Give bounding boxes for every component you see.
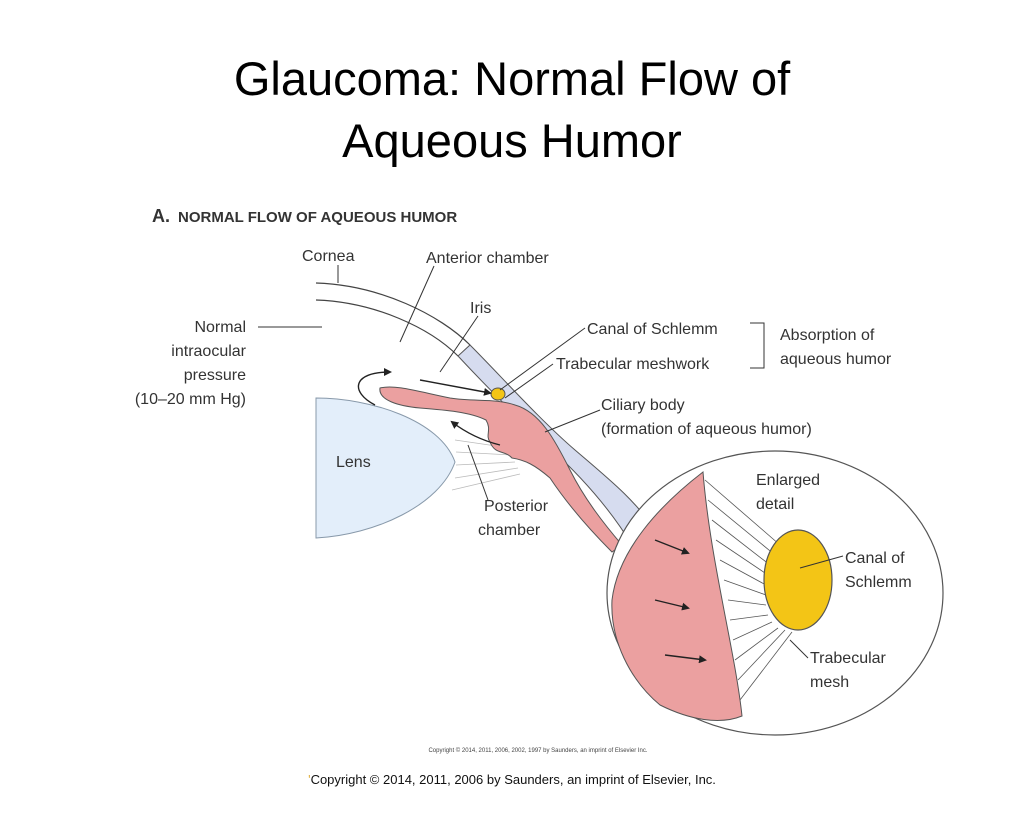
label-detail-canal-line-2: Schlemm	[845, 574, 912, 591]
slide-title-line-1: Glaucoma: Normal Flow of	[233, 52, 791, 105]
label-detail-mesh-line-1: Trabecular	[810, 650, 887, 667]
canal-of-schlemm-enlarged	[763, 529, 833, 631]
footer-mark: '	[308, 772, 311, 787]
label-iris: Iris	[470, 300, 491, 317]
label-enlarged-line-1: Enlarged	[756, 472, 820, 489]
label-posterior-line-1: Posterior	[484, 498, 549, 515]
canal-of-schlemm-small	[490, 387, 506, 401]
detail-ciliary-region	[611, 471, 743, 721]
label-ciliary-body: Ciliary body	[601, 397, 685, 414]
label-canal-of-schlemm: Canal of Schlemm	[587, 321, 718, 338]
label-enlarged-line-2: detail	[756, 496, 794, 513]
label-absorption-line-2: aqueous humor	[780, 351, 892, 368]
label-pressure-line-1: Normal	[194, 319, 246, 336]
figure-copyright: Copyright © 2014, 2011, 2006, 2002, 1997…	[428, 747, 647, 754]
figure-heading-letter: A.	[152, 206, 170, 226]
zonule-fibers	[451, 439, 521, 491]
leader-lines	[258, 265, 844, 659]
footer-copyright: Copyright © 2014, 2011, 2006 by Saunders…	[310, 772, 716, 787]
slide-title: Glaucoma: Normal Flow of Aqueous Humor	[0, 48, 1024, 172]
label-detail-mesh-line-2: mesh	[810, 674, 849, 691]
slide-footer: 'Copyright © 2014, 2011, 2006 by Saunder…	[0, 772, 1024, 787]
label-ciliary-body-note: (formation of aqueous humor)	[601, 421, 812, 438]
slide-title-line-2: Aqueous Humor	[342, 114, 682, 167]
cornea-inner-line	[315, 299, 459, 357]
label-detail-canal-line-1: Canal of	[845, 550, 905, 567]
label-cornea: Cornea	[302, 248, 355, 265]
label-pressure-line-4: (10–20 mm Hg)	[135, 391, 246, 408]
label-absorption-line-1: Absorption of	[780, 327, 875, 344]
lens-shape	[315, 397, 456, 539]
label-pressure-line-3: pressure	[184, 367, 246, 384]
label-anterior-chamber: Anterior chamber	[426, 250, 549, 267]
trabecular-mesh-lines	[704, 479, 793, 701]
figure-heading: NORMAL FLOW OF AQUEOUS HUMOR	[178, 209, 457, 226]
label-pressure-line-2: intraocular	[171, 343, 246, 360]
label-trabecular-meshwork: Trabecular meshwork	[556, 356, 710, 373]
label-posterior-line-2: chamber	[478, 522, 541, 539]
iris-ciliary-shape	[379, 386, 623, 553]
cornea-outer-line	[315, 282, 471, 346]
flow-arrows	[357, 368, 707, 664]
label-lens: Lens	[336, 454, 371, 471]
